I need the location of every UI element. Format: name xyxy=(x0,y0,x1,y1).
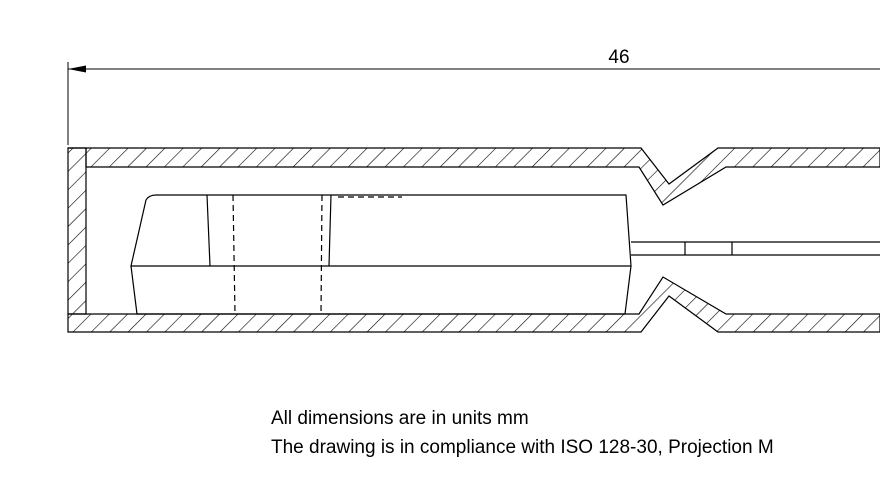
component-division-right xyxy=(328,194,332,267)
housing-upper-wall xyxy=(68,147,880,206)
dimension-group: 46 xyxy=(67,47,880,145)
hidden-line-2 xyxy=(320,194,323,315)
hidden-line-1 xyxy=(232,194,236,315)
component-division-left xyxy=(206,194,211,267)
compliance-note: The drawing is in compliance with ISO 12… xyxy=(271,437,774,458)
component-body-upper xyxy=(130,194,632,267)
dimension-value: 46 xyxy=(608,47,629,68)
housing-left-wall xyxy=(67,147,87,315)
inner-component xyxy=(130,194,880,315)
housing-section xyxy=(67,147,880,333)
dimension-arrowhead xyxy=(68,65,86,73)
component-body-lower xyxy=(130,265,632,315)
drawing-notes: All dimensions are in units mm The drawi… xyxy=(271,404,774,462)
units-note: All dimensions are in units mm xyxy=(271,408,529,429)
housing-lower-wall xyxy=(67,276,880,333)
